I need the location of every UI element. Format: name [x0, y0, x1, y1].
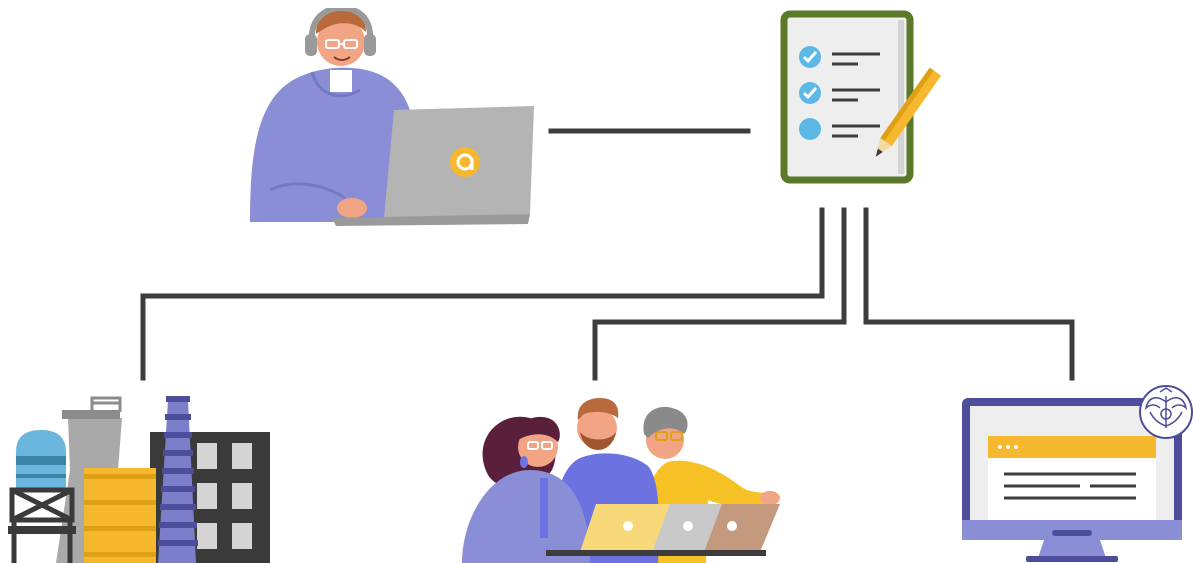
connector-checklist-portal [863, 207, 1075, 381]
monitor-with-emblem-icon [962, 385, 1193, 562]
connector-checklist-industry [140, 207, 825, 381]
factory-icon [8, 396, 270, 563]
checklist-clipboard-icon [780, 10, 942, 184]
person-with-laptop-icon [250, 8, 534, 226]
connector-checklist-team [592, 207, 847, 381]
team-with-laptops-icon [462, 398, 780, 563]
